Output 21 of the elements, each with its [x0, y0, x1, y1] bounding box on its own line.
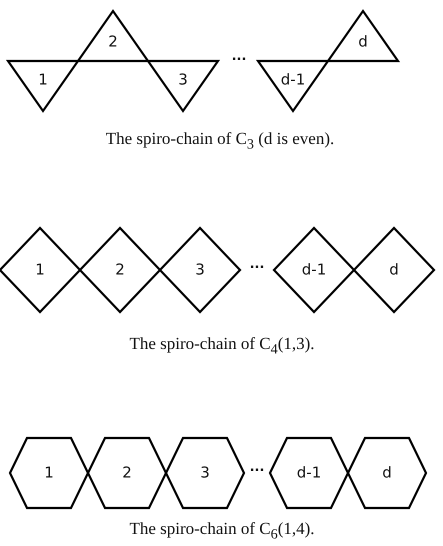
face-number: 1 — [35, 262, 45, 278]
ellipsis: ... — [250, 258, 264, 271]
face-number: d-1 — [296, 466, 322, 480]
face-number: 1 — [44, 466, 54, 480]
face-number: 3 — [178, 72, 188, 88]
face-number: 3 — [200, 466, 210, 480]
caption: The spiro-chain of C$_{3}$ (d is even). — [106, 130, 334, 152]
ellipsis: ... — [250, 461, 264, 474]
face-number: d — [382, 466, 392, 480]
face-number: d-1 — [302, 262, 326, 278]
face-number: d — [389, 262, 399, 278]
ellipsis: ... — [232, 50, 246, 63]
face-number: 2 — [115, 262, 125, 278]
face-number: 2 — [122, 466, 132, 480]
face-number: 1 — [38, 72, 48, 88]
face-number: 3 — [195, 262, 205, 278]
face-number: d — [358, 34, 368, 50]
caption: The spiro-chain of C$_{6}$(1,4). — [129, 520, 315, 542]
face-number: d-1 — [280, 72, 306, 88]
caption: The spiro-chain of C$_{4}$(1,3). — [129, 335, 315, 357]
face-number: 2 — [108, 34, 118, 50]
